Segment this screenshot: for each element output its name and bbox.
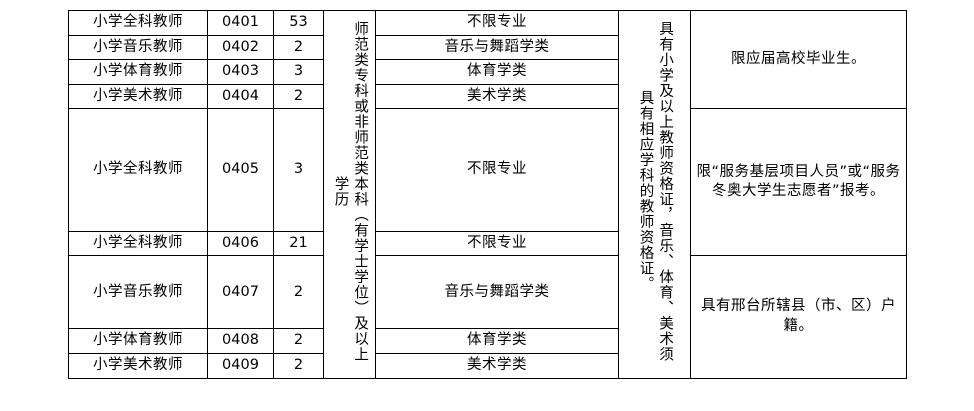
post-count-cell: 2 [273,83,324,110]
certificate-requirement-text: 具有小学及以上教师资格证，音乐、体育、美术须具有相应学科的教师资格证。 [637,20,674,362]
post-code-cell: 0408 [207,328,274,354]
major-cell: 不限专业 [375,10,619,36]
education-requirement-text: 师范类专科或非师范类本科（有学士学位）及以上学历 [332,20,369,362]
table-row: 小学体育教师 0408 2 体育学类 [68,328,907,354]
major-cell: 体育学类 [375,59,619,85]
major-cell: 美术学类 [375,83,619,110]
certificate-requirement-cell: 具有小学及以上教师资格证，音乐、体育、美术须具有相应学科的教师资格证。 [618,10,691,379]
post-count-cell: 3 [273,108,324,232]
post-count-cell: 53 [273,10,324,36]
education-requirement-cell: 师范类专科或非师范类本科（有学士学位）及以上学历 [323,10,376,379]
major-cell: 美术学类 [375,353,619,379]
post-name-cell: 小学全科教师 [68,10,208,36]
other-requirement-cell-3: 具有邢台所辖县（市、区）户籍。 [690,255,907,379]
post-count-cell: 2 [273,255,324,330]
post-name-cell: 小学美术教师 [68,353,208,379]
post-name-cell: 小学全科教师 [68,230,208,257]
post-name-cell: 小学美术教师 [68,83,208,110]
post-code-cell: 0402 [207,34,274,61]
major-cell: 音乐与舞蹈学类 [375,34,619,61]
recruitment-table: 小学全科教师 0401 53 师范类专科或非师范类本科（有学士学位）及以上学历 … [68,9,907,379]
post-count-cell: 3 [273,59,324,85]
post-code-cell: 0409 [207,353,274,379]
post-count-cell: 2 [273,34,324,61]
post-name-cell: 小学音乐教师 [68,255,208,330]
post-code-cell: 0405 [207,108,274,232]
post-count-cell: 2 [273,328,324,354]
post-code-cell: 0404 [207,83,274,110]
table-row: 小学体育教师 0403 3 体育学类 [68,59,907,85]
post-code-cell: 0401 [207,10,274,36]
major-cell: 音乐与舞蹈学类 [375,255,619,330]
post-count-cell: 21 [273,230,324,257]
other-requirement-cell-1: 限应届高校毕业生。 [690,9,907,110]
major-cell: 不限专业 [375,230,619,257]
table-row: 小学音乐教师 0407 2 音乐与舞蹈学类 具有邢台所辖县（市、区）户籍。 [68,255,907,379]
post-name-cell: 小学全科教师 [68,108,208,232]
table-row: 小学美术教师 0409 2 美术学类 [68,353,907,379]
post-name-cell: 小学体育教师 [68,328,208,354]
table-row: 小学全科教师 0406 21 不限专业 [68,230,907,257]
major-cell: 体育学类 [375,328,619,354]
post-code-cell: 0407 [207,255,274,330]
post-name-cell: 小学音乐教师 [68,34,208,61]
post-code-cell: 0406 [207,230,274,257]
table-row: 小学美术教师 0404 2 美术学类 [68,83,907,110]
table-row: 小学全科教师 0401 53 师范类专科或非师范类本科（有学士学位）及以上学历 … [68,9,907,379]
table-row: 小学全科教师 0405 3 不限专业 限“服务基层项目人员”或“服务冬奥大学生志… [68,108,907,257]
post-name-cell: 小学体育教师 [68,59,208,85]
post-code-cell: 0403 [207,59,274,85]
other-requirement-cell-2: 限“服务基层项目人员”或“服务冬奥大学生志愿者”报考。 [690,108,907,257]
major-cell: 不限专业 [375,108,619,232]
post-count-cell: 2 [273,353,324,379]
